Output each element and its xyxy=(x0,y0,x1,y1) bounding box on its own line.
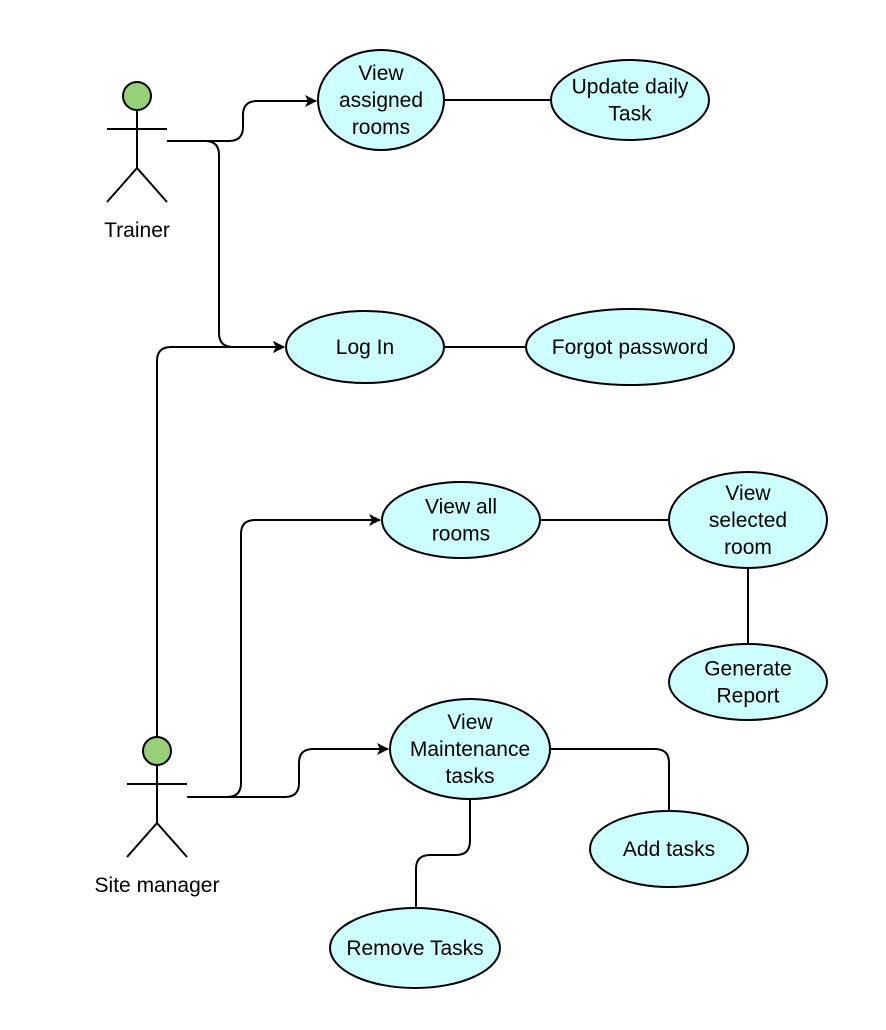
usecase-label-line: rooms xyxy=(352,116,410,139)
usecase-label-line: tasks xyxy=(445,765,494,788)
usecase-label-line: rooms xyxy=(432,523,490,546)
usecase-label-line: assigned xyxy=(339,89,423,112)
usecase-label-line: selected xyxy=(709,509,787,532)
actor-legs-icon xyxy=(126,821,188,858)
usecase-ellipse xyxy=(389,698,551,800)
usecase-view-selected-room[interactable]: View selected room xyxy=(668,471,828,569)
usecase-label-line: Generate xyxy=(704,658,792,681)
usecase-label-line: View xyxy=(447,711,493,734)
usecase-label-line: Remove Tasks xyxy=(346,937,483,960)
usecase-view-all-rooms[interactable]: View all rooms xyxy=(381,481,541,559)
relation-site-manager-to-view-all-rooms xyxy=(187,514,381,798)
actor-label: Site manager xyxy=(95,874,220,897)
usecase-ellipse xyxy=(589,810,749,888)
relation-view-maintenance-tasks-to-remove-tasks xyxy=(415,799,471,908)
usecase-label-line: View xyxy=(725,482,771,505)
usecase-log-in[interactable]: Log In xyxy=(285,310,445,384)
usecase-view-assigned-rooms[interactable]: View assigned rooms xyxy=(317,49,445,151)
relation-site-manager-to-log-in xyxy=(156,341,285,737)
relation-site-manager-to-view-maintenance-tasks xyxy=(187,743,389,798)
usecase-ellipse xyxy=(329,907,501,989)
usecase-remove-tasks[interactable]: Remove Tasks xyxy=(329,907,501,989)
actor-head-icon xyxy=(122,81,152,111)
actor-head-icon xyxy=(142,736,172,766)
usecase-label-line: Forgot password xyxy=(552,336,708,359)
usecase-add-tasks[interactable]: Add tasks xyxy=(589,810,749,888)
actor-trainer[interactable]: Trainer xyxy=(104,81,170,242)
usecase-label-line: Update daily xyxy=(572,76,689,99)
usecase-ellipse xyxy=(525,308,735,386)
usecase-label-line: Add tasks xyxy=(623,838,715,861)
usecase-ellipse xyxy=(381,481,541,559)
usecase-ellipse xyxy=(317,49,445,151)
usecase-label-line: room xyxy=(724,536,772,559)
relation-trainer-to-view-assigned-rooms xyxy=(167,95,317,142)
actor-label: Trainer xyxy=(104,219,170,242)
usecase-label-line: Maintenance xyxy=(410,738,530,761)
usecase-label-line: View all xyxy=(425,496,497,519)
relation-view-maintenance-tasks-to-add-tasks xyxy=(550,748,670,811)
usecase-label-line: Log In xyxy=(336,336,394,359)
relation-trainer-to-log-in xyxy=(167,140,285,353)
usecase-label-line: Report xyxy=(716,685,779,708)
usecase-label-line: View xyxy=(358,62,404,85)
usecase-ellipse xyxy=(668,643,828,721)
usecase-ellipse xyxy=(668,471,828,569)
actor-legs-icon xyxy=(106,166,168,203)
usecase-label-line: Task xyxy=(608,103,652,126)
usecase-ellipse xyxy=(285,310,445,384)
usecase-forgot-password[interactable]: Forgot password xyxy=(525,308,735,386)
actor-site-manager[interactable]: Site manager xyxy=(95,736,220,897)
usecase-ellipse xyxy=(550,59,710,141)
relations-layer xyxy=(156,95,749,908)
